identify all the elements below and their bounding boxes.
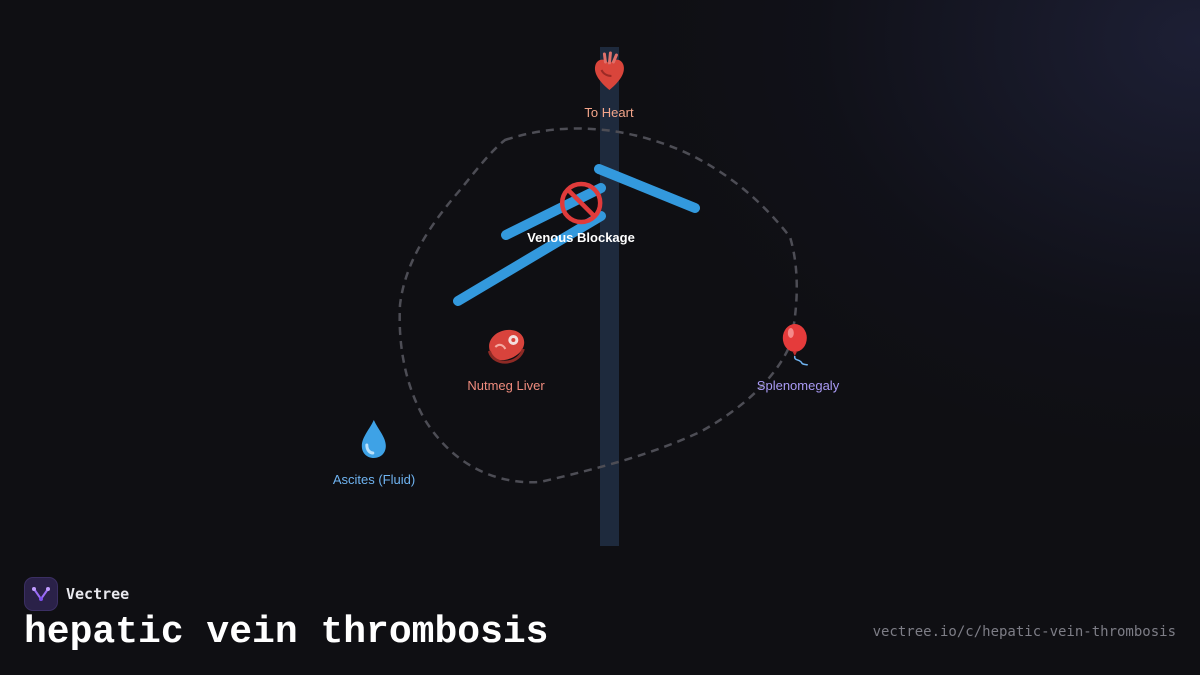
inferior-vena-cava [600,47,619,546]
page-url: vectree.io/c/hepatic-vein-thrombosis [872,624,1176,640]
liver-outline [398,127,799,484]
hepatic-vein-middle [501,183,606,240]
balloon-icon [757,323,839,376]
node-to-heart: To Heart [584,50,634,121]
vectree-logo-icon [24,577,58,611]
droplet-icon [333,417,415,470]
node-ascites: Ascites (Fluid) [333,417,415,488]
hepatic-vein-right [594,164,700,213]
brand: Vectree [24,577,129,611]
node-label: To Heart [584,105,634,120]
node-label: Nutmeg Liver [467,378,545,393]
node-venous-blockage: Venous Blockage [527,181,635,246]
node-label: Venous Blockage [527,230,635,245]
meat-icon [467,323,544,376]
node-nutmeg-liver: Nutmeg Liver [467,323,545,394]
hepatic-vein-left [453,211,606,306]
node-label: Ascites (Fluid) [332,472,416,487]
node-label: Splenomegaly [756,378,840,393]
brand-name: Vectree [66,585,130,603]
anatomical-heart-icon [584,50,633,103]
prohibited-icon [527,181,635,234]
page-title: hepatic vein thrombosis [24,611,549,654]
node-splenomegaly: Splenomegaly [757,323,839,394]
